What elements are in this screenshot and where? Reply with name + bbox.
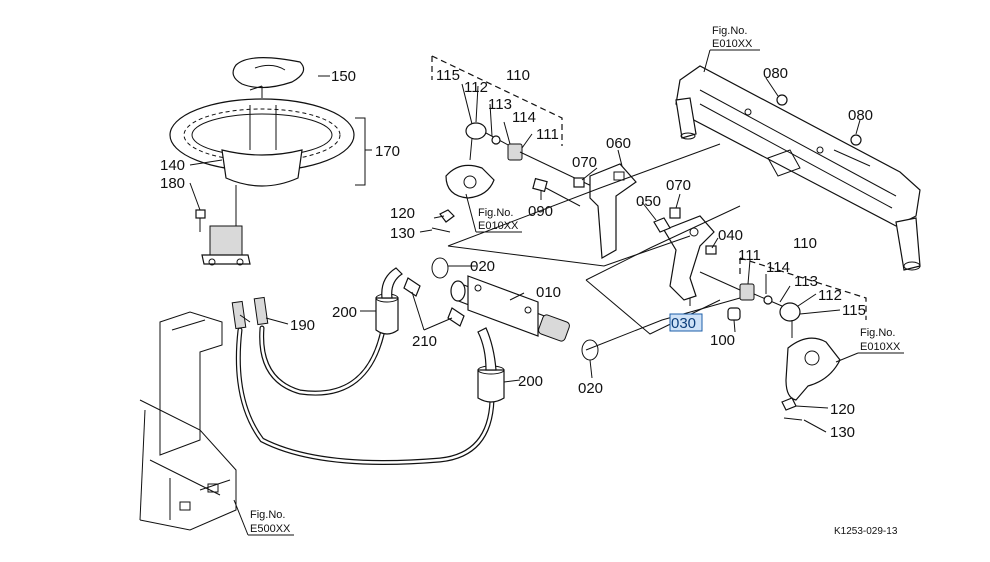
label-010[interactable]: 010	[536, 284, 561, 301]
ref-right-top-line2[interactable]: E010XX	[712, 38, 753, 50]
ref-right-bottom-line1: Fig.No.	[860, 327, 895, 339]
label-210[interactable]: 210	[412, 333, 437, 350]
label-114-right[interactable]: 114	[766, 259, 790, 276]
label-150[interactable]: 150	[331, 68, 356, 85]
tie-rod-group-upper	[431, 55, 601, 191]
ref-bottom-left-line2[interactable]: E500XX	[250, 523, 291, 535]
fitting-190	[231, 296, 269, 330]
steering-valve	[201, 225, 251, 266]
label-200-lower[interactable]: 200	[518, 373, 543, 390]
label-040[interactable]: 040	[718, 227, 743, 244]
nut-050	[653, 217, 671, 233]
part-labels: 150 170 140 180 190 200 200 210 020 020 …	[160, 65, 873, 441]
pin-130-right	[783, 417, 803, 421]
label-113-right[interactable]: 113	[794, 273, 818, 290]
label-130-left[interactable]: 130	[390, 225, 415, 242]
steering-wheel-cap	[232, 57, 305, 89]
label-110-upper[interactable]: 110	[506, 67, 530, 84]
front-axle	[675, 65, 921, 271]
steering-frame	[139, 311, 237, 531]
label-030[interactable]: 030	[671, 315, 696, 332]
label-020-upper[interactable]: 020	[470, 258, 495, 275]
label-111-right[interactable]: 111	[738, 247, 761, 264]
fitting-210	[403, 277, 465, 327]
label-100[interactable]: 100	[710, 332, 735, 349]
bracket-060	[589, 163, 637, 259]
nut-120-left	[439, 209, 455, 223]
bolt-070-upper	[573, 177, 585, 188]
bracket-030	[663, 215, 715, 301]
label-115-right[interactable]: 115	[842, 302, 866, 319]
label-050[interactable]: 050	[636, 193, 661, 210]
label-090[interactable]: 090	[528, 203, 553, 220]
ref-center-line1: Fig.No.	[478, 207, 513, 219]
bolt-070-lower	[669, 207, 681, 219]
label-180[interactable]: 180	[160, 175, 185, 192]
label-080-left[interactable]: 080	[763, 65, 788, 82]
label-112-right[interactable]: 112	[818, 287, 842, 304]
label-120-left[interactable]: 120	[390, 205, 415, 222]
label-140[interactable]: 140	[160, 157, 185, 174]
ref-right-bottom-line2[interactable]: E010XX	[860, 341, 901, 353]
label-115-upper[interactable]: 115	[436, 67, 460, 84]
knuckle-arm-left	[445, 164, 495, 199]
ref-center-line2[interactable]: E010XX	[478, 220, 519, 232]
label-110-right[interactable]: 110	[793, 235, 817, 252]
label-070-upper[interactable]: 070	[572, 154, 597, 171]
label-070-lower[interactable]: 070	[666, 177, 691, 194]
label-113-upper[interactable]: 113	[488, 96, 512, 113]
label-120-right[interactable]: 120	[830, 401, 855, 418]
hose-end-200-lower	[477, 327, 505, 403]
bolt-090	[532, 177, 581, 207]
knuckle-arm-right	[785, 337, 841, 401]
steering-wheel	[169, 98, 355, 187]
label-030-selected[interactable]: 030	[669, 313, 703, 332]
label-080-right[interactable]: 080	[848, 107, 873, 124]
label-170[interactable]: 170	[375, 143, 400, 160]
label-130-right[interactable]: 130	[830, 424, 855, 441]
snap-ring-020-left	[431, 257, 449, 279]
label-060[interactable]: 060	[606, 135, 631, 152]
label-114-upper[interactable]: 114	[512, 109, 536, 126]
figure-references: Fig.No. E010XX Fig.No. E010XX Fig.No. E0…	[233, 25, 904, 536]
label-112-upper[interactable]: 112	[464, 79, 488, 96]
label-111-upper[interactable]: 111	[536, 126, 559, 143]
ref-right-top-line1: Fig.No.	[712, 25, 747, 37]
snap-ring-020-right	[581, 339, 599, 361]
power-cylinder-010	[450, 275, 570, 342]
nut-100	[727, 307, 741, 321]
label-020-lower[interactable]: 020	[578, 380, 603, 397]
bolt-180	[195, 209, 206, 232]
bolt-040	[705, 245, 717, 255]
ref-bottom-left-line1: Fig.No.	[250, 509, 285, 521]
hydraulic-hoses	[235, 322, 495, 465]
label-200-upper[interactable]: 200	[332, 304, 357, 321]
leader-lines	[189, 75, 861, 433]
label-190[interactable]: 190	[290, 317, 315, 334]
hose-end-200-upper	[375, 267, 403, 335]
tie-rod-group-right	[699, 257, 867, 338]
figure-code: K1253-029-13	[834, 526, 898, 537]
pin-130-left	[431, 227, 451, 233]
